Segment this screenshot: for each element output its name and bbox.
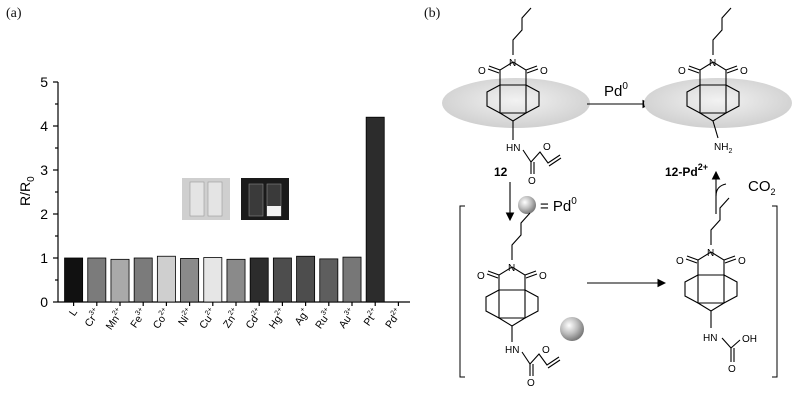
- y-tick-label: 3: [40, 162, 48, 178]
- atom-nh2-product: NH2: [714, 142, 732, 155]
- bracket-left: [459, 205, 465, 378]
- atom-n-product: N: [709, 58, 716, 69]
- x-tick-label: L: [67, 307, 80, 319]
- y-tick-label: 4: [40, 118, 48, 134]
- atom-o-start-ester: O: [543, 142, 551, 153]
- pd0-sphere-legend: [518, 196, 536, 214]
- legend-eq-pd0: = Pd0: [540, 196, 577, 215]
- intermediate-bound-structure: [485, 212, 561, 376]
- atom-hn-acid: HN: [703, 333, 717, 344]
- nanoparticle-ellipse-start: [442, 78, 590, 128]
- atom-hn-int: HN: [505, 345, 519, 356]
- compound-12-structure: [486, 7, 562, 174]
- y-tick-label: 5: [40, 74, 48, 90]
- byproduct-co2: CO2: [748, 178, 776, 197]
- carbamic-acid-structure: [684, 197, 741, 362]
- atom-hn-start: HN: [506, 143, 520, 154]
- compound-12-pd-structure: [686, 7, 740, 139]
- atom-o-product-right: O: [740, 66, 748, 77]
- atom-o-acid-left: O: [676, 256, 684, 267]
- nanoparticle-ellipse-product: [644, 78, 792, 128]
- compound-12-pd-label: 12-Pd2+: [665, 162, 708, 179]
- reagent-pd0-top: Pd0: [604, 81, 628, 100]
- bar-chart: 012345R/R0LCr3+Mn2+Fe3+Co2+Ni2+Cu2+Zn2+C…: [17, 74, 410, 332]
- pd0-sphere-bound: [560, 317, 584, 341]
- arrow-up-curved: [715, 183, 727, 214]
- atom-o-start-right: O: [540, 66, 548, 77]
- atom-o-int-ester: O: [542, 345, 550, 356]
- atom-o-acid-right: O: [738, 256, 746, 267]
- panel-a-label: (a): [6, 6, 22, 21]
- vial-after-left: [248, 183, 264, 217]
- x-tick-label: Zn2+: [220, 306, 242, 330]
- panel-b-label: (b): [424, 6, 441, 21]
- compound-12-label: 12: [494, 165, 508, 179]
- y-tick-label: 1: [40, 250, 48, 266]
- atom-o-product-left: O: [678, 66, 686, 77]
- y-tick-label: 0: [40, 294, 48, 310]
- y-tick-label: 2: [40, 206, 48, 222]
- atom-n-int: N: [508, 263, 515, 274]
- atom-n-acid: N: [707, 248, 714, 259]
- atom-oh-acid: OH: [742, 334, 757, 345]
- vial-after-glow: [267, 206, 281, 216]
- atom-o-int-carbonyl: O: [527, 378, 535, 389]
- y-axis-label: R/R0: [17, 176, 37, 206]
- atom-o-int-right: O: [539, 271, 547, 282]
- atom-o-int-left: O: [477, 271, 485, 282]
- x-tick-label: Fe3+: [127, 306, 149, 330]
- atom-o-start-left: O: [478, 66, 486, 77]
- vial-before-right: [207, 181, 223, 217]
- atom-n-start: N: [509, 58, 516, 69]
- bracket-right: [772, 205, 778, 378]
- atom-o-acid-carbonyl: O: [728, 364, 736, 375]
- vial-before-left: [189, 181, 205, 217]
- atom-o-start-carbonyl: O: [528, 176, 536, 187]
